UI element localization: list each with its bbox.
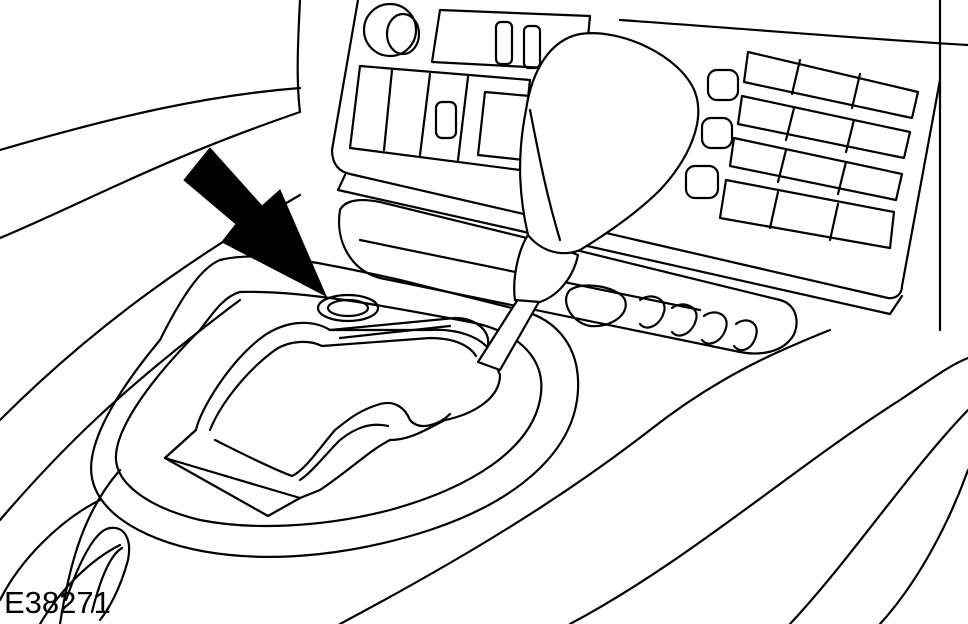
arrow-icon	[183, 147, 328, 298]
control-panel	[330, 0, 942, 316]
shift-interlock-override-cap	[316, 293, 380, 323]
figure-id-label: E38271	[4, 585, 111, 620]
shift-lever	[476, 32, 700, 372]
lower-trim-strip	[337, 199, 798, 355]
shift-gate-plate	[163, 316, 502, 518]
